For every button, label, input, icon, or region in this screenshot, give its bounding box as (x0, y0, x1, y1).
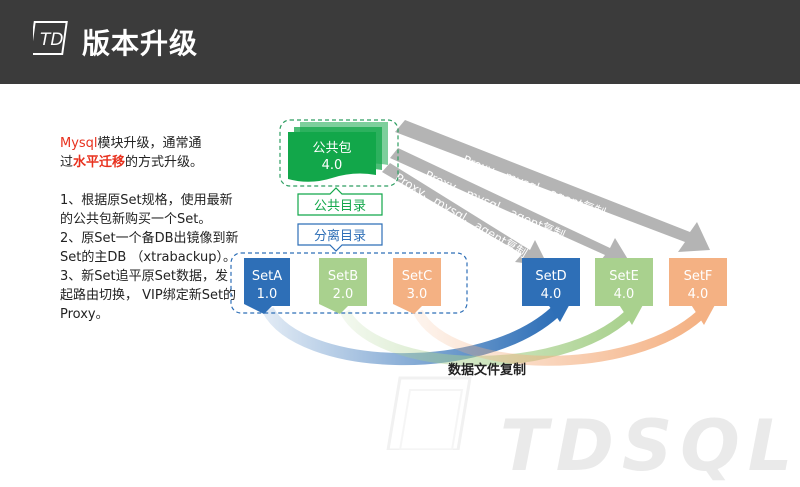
svg-text:SetA: SetA (252, 269, 282, 284)
public-package-version: 4.0 (322, 158, 343, 173)
public-package-name: 公共包 (312, 141, 351, 156)
public-package-group (279, 119, 399, 187)
svg-text:Proxy、mysql、agent复制: Proxy、mysql、agent复制 (461, 153, 607, 220)
public-package-box (288, 132, 376, 182)
step-2: 2、原Set一个备DB出镜像到新Set的主DB （xtrabackup）。 (60, 231, 239, 265)
watermark-text: TDSQL (500, 405, 800, 487)
step-1: 1、根据原Set规格，使用最新的公共包新购买一个Set。 (60, 193, 233, 227)
header-bar: TD 版本升级 (0, 0, 800, 84)
copy-curve-blue (262, 306, 560, 366)
step-3: 3、新Set追平原Set数据，发起路由切换， VIP绑定新Set的Proxy。 (60, 269, 237, 322)
watermark-graphic (386, 376, 472, 450)
copy-arrowhead-orange (690, 303, 716, 325)
page-title: 版本升级 (82, 27, 199, 60)
set-d-box: SetD 4.0 (522, 258, 580, 306)
svg-text:4.0: 4.0 (688, 287, 709, 302)
svg-text:3.0: 3.0 (407, 287, 428, 302)
svg-text:SetF: SetF (684, 269, 713, 284)
svg-text:TD: TD (40, 30, 63, 50)
svg-text:SetE: SetE (609, 269, 639, 284)
svg-text:4.0: 4.0 (614, 287, 635, 302)
svg-text:SetC: SetC (402, 269, 432, 284)
old-sets-group (230, 252, 468, 314)
public-dir-callout (297, 187, 383, 216)
description-text: Mysql模块升级，通常通 过水平迁移的方式升级。 1、根据原Set规格，使用最… (60, 136, 239, 322)
set-c-box: SetC 3.0 (393, 258, 441, 314)
set-e-box: SetE 4.0 (595, 258, 653, 306)
copy-curve-green (340, 309, 632, 366)
svg-text:4.0: 4.0 (541, 287, 562, 302)
svg-text:SetB: SetB (328, 269, 358, 284)
set-a-box: SetA 1.0 (244, 258, 290, 314)
separate-dir-callout (297, 223, 383, 252)
set-b-box: SetB 2.0 (319, 258, 367, 314)
set-f-box: SetF 4.0 (669, 258, 727, 306)
public-dir-label: 公共目录 (314, 199, 366, 214)
svg-text:1.0: 1.0 (257, 287, 278, 302)
svg-text:2.0: 2.0 (333, 287, 354, 302)
upgrade-diagram: Proxy、mysql、agent复制 Proxy、mysql、agent复制 … (230, 119, 727, 450)
separate-dir-label: 分离目录 (314, 228, 366, 244)
svg-text:SetD: SetD (535, 269, 566, 284)
copy-curve-orange (413, 309, 704, 366)
copy-label: 数据文件复制 (448, 362, 526, 378)
td-logo-icon: TD (33, 21, 68, 55)
copy-arrowhead-green (618, 303, 644, 325)
